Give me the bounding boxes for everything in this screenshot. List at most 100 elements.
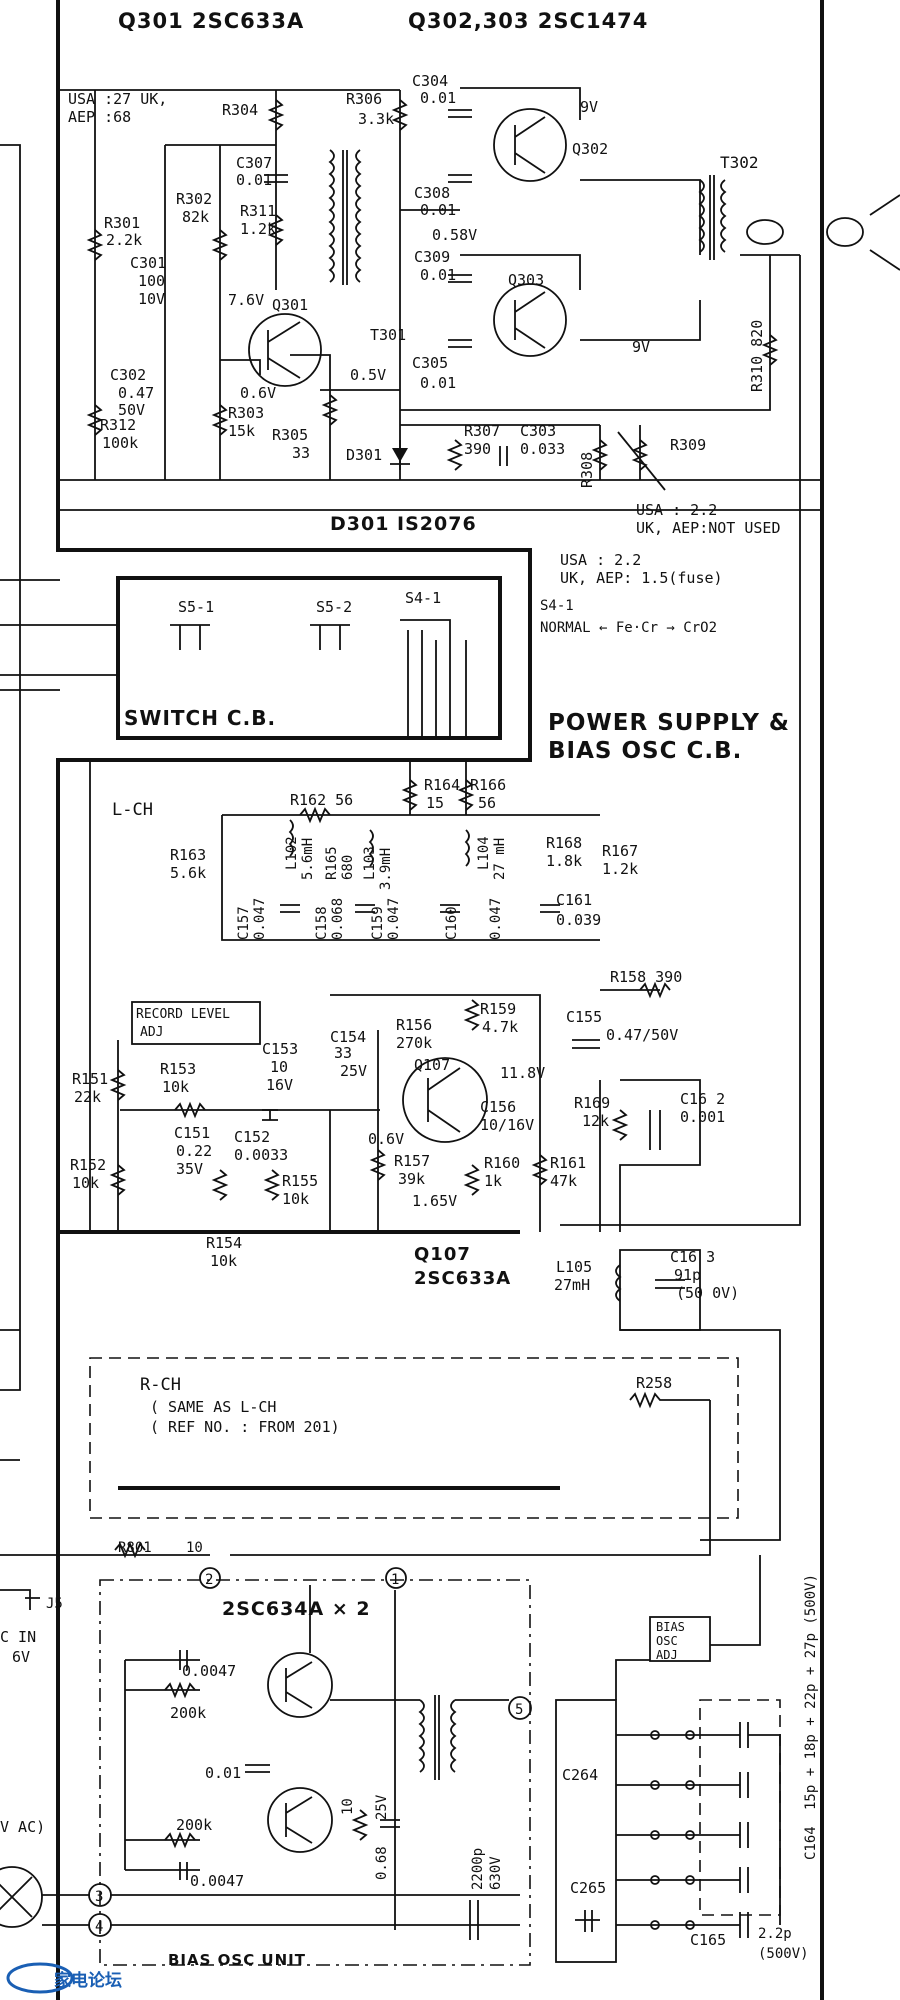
svg-text:390: 390 <box>464 440 491 458</box>
svg-text:0.47: 0.47 <box>118 384 154 402</box>
svg-text:C16 3: C16 3 <box>670 1248 715 1266</box>
svg-text:0.01: 0.01 <box>236 171 272 189</box>
svg-text:2SC634A × 2: 2SC634A × 2 <box>222 1598 371 1620</box>
svg-text:0.068: 0.068 <box>330 898 346 940</box>
svg-text:Q107: Q107 <box>414 1056 450 1074</box>
svg-text:C161: C161 <box>556 891 592 909</box>
switch-section: S5-1 S5-2 S4-1 SWITCH C.B. S4-1 NORMAL ←… <box>0 589 789 764</box>
svg-text:10k: 10k <box>162 1078 189 1096</box>
svg-text:270k: 270k <box>396 1034 432 1052</box>
svg-text:L-CH: L-CH <box>112 800 153 820</box>
svg-text:S5-1: S5-1 <box>178 598 214 616</box>
svg-text:0.68: 0.68 <box>374 1846 390 1880</box>
svg-text:0.0047: 0.0047 <box>182 1662 236 1680</box>
top-capacitors <box>264 109 508 466</box>
svg-text:200k: 200k <box>170 1704 206 1722</box>
t302-transformer <box>698 175 900 271</box>
svg-text:R161: R161 <box>550 1154 586 1172</box>
svg-text:10: 10 <box>270 1058 288 1076</box>
svg-text:R801: R801 <box>118 1540 152 1556</box>
svg-text:C165: C165 <box>690 1931 726 1949</box>
svg-text:C309: C309 <box>414 248 450 266</box>
svg-text:C IN: C IN <box>0 1628 36 1646</box>
svg-text:35V: 35V <box>176 1160 203 1178</box>
svg-text:R306: R306 <box>346 90 382 108</box>
svg-text:R158 390: R158 390 <box>610 968 682 986</box>
svg-text:9V: 9V <box>632 338 650 356</box>
trimmer-section: C264 C265 BIAS OSC ADJ C164 15p + 18p + … <box>555 1555 819 1963</box>
svg-text:0.039: 0.039 <box>556 911 601 929</box>
record-level-box <box>131 1001 261 1045</box>
svg-text:R160: R160 <box>484 1154 520 1172</box>
q302-header: Q302,303 2SC1474 <box>408 9 648 33</box>
svg-text:39k: 39k <box>398 1170 425 1188</box>
svg-text:R307: R307 <box>464 422 500 440</box>
svg-text:100k: 100k <box>102 434 138 452</box>
watermark-logo: 家电论坛 <box>6 1962 122 1994</box>
watermark-text: 家电论坛 <box>54 1970 122 1991</box>
svg-text:USA :27 UK,: USA :27 UK, <box>68 90 167 108</box>
svg-text:R169: R169 <box>574 1094 610 1112</box>
svg-text:82k: 82k <box>182 208 209 226</box>
svg-text:1.2k: 1.2k <box>602 860 638 878</box>
svg-text:S5-2: S5-2 <box>316 598 352 616</box>
svg-text:R164: R164 <box>424 776 460 794</box>
svg-text:2.2p: 2.2p <box>758 1926 792 1942</box>
bias-osc-unit: R801 10 2 1 2SC634A × 2 5 3 4 0.0047 <box>0 1540 711 1969</box>
svg-text:0.01: 0.01 <box>420 266 456 284</box>
svg-text:D301: D301 <box>346 446 382 464</box>
switch-board-frame <box>116 576 502 740</box>
svg-text:R302: R302 <box>176 190 212 208</box>
svg-text:10k: 10k <box>210 1252 237 1270</box>
svg-text:(50 0V): (50 0V) <box>676 1284 739 1302</box>
svg-text:25V: 25V <box>340 1062 367 1080</box>
svg-text:5: 5 <box>515 1702 523 1718</box>
q301-transistor <box>248 313 322 387</box>
svg-text:27 mH: 27 mH <box>492 838 508 880</box>
svg-text:BIAS: BIAS <box>656 1620 685 1634</box>
svg-text:1k: 1k <box>484 1172 502 1190</box>
svg-text:C304: C304 <box>412 72 448 90</box>
svg-text:2SC633A: 2SC633A <box>414 1268 511 1289</box>
q302-transistor <box>493 108 567 182</box>
svg-text:12k: 12k <box>582 1112 609 1130</box>
svg-text:4.7k: 4.7k <box>482 1018 518 1036</box>
svg-text:4: 4 <box>95 1919 103 1935</box>
svg-text:C155: C155 <box>566 1008 602 1026</box>
t301-transformer <box>328 149 362 285</box>
svg-text:10k: 10k <box>282 1190 309 1208</box>
svg-text:C159: C159 <box>370 906 386 940</box>
svg-text:Q303: Q303 <box>508 271 544 289</box>
svg-text:0.0047: 0.0047 <box>190 1872 244 1890</box>
svg-text:R305: R305 <box>272 426 308 444</box>
svg-text:10V: 10V <box>138 290 165 308</box>
svg-text:100: 100 <box>138 272 165 290</box>
top-resistors <box>86 99 779 491</box>
svg-text:0.01: 0.01 <box>205 1764 241 1782</box>
svg-text:R-CH: R-CH <box>140 1375 181 1395</box>
svg-text:0.58V: 0.58V <box>432 226 477 244</box>
svg-text:UK, AEP:NOT USED: UK, AEP:NOT USED <box>636 519 781 537</box>
svg-text:680: 680 <box>340 855 356 880</box>
svg-text:1: 1 <box>391 1572 399 1588</box>
svg-text:L103: L103 <box>362 846 378 880</box>
svg-text:33: 33 <box>292 444 310 462</box>
svg-text:10k: 10k <box>72 1174 99 1192</box>
svg-text:630V: 630V <box>488 1856 504 1890</box>
svg-text:50V: 50V <box>118 401 145 419</box>
svg-text:1.2k: 1.2k <box>240 220 276 238</box>
svg-text:3.3k: 3.3k <box>358 110 394 128</box>
svg-text:0.01: 0.01 <box>420 201 456 219</box>
svg-text:16V: 16V <box>266 1076 293 1094</box>
svg-text:R154: R154 <box>206 1234 242 1252</box>
svg-text:6V: 6V <box>12 1648 30 1666</box>
svg-text:9V: 9V <box>580 98 598 116</box>
svg-text:Q107: Q107 <box>414 1244 471 1265</box>
svg-text:R159: R159 <box>480 1000 516 1018</box>
svg-text:15p + 18p + 22p + 27p (500V): 15p + 18p + 22p + 27p (500V) <box>803 1574 819 1810</box>
svg-text:S4-1: S4-1 <box>540 598 574 614</box>
svg-text:L104: L104 <box>476 836 492 870</box>
svg-text:C156: C156 <box>480 1098 516 1116</box>
svg-text:C307: C307 <box>236 154 272 172</box>
